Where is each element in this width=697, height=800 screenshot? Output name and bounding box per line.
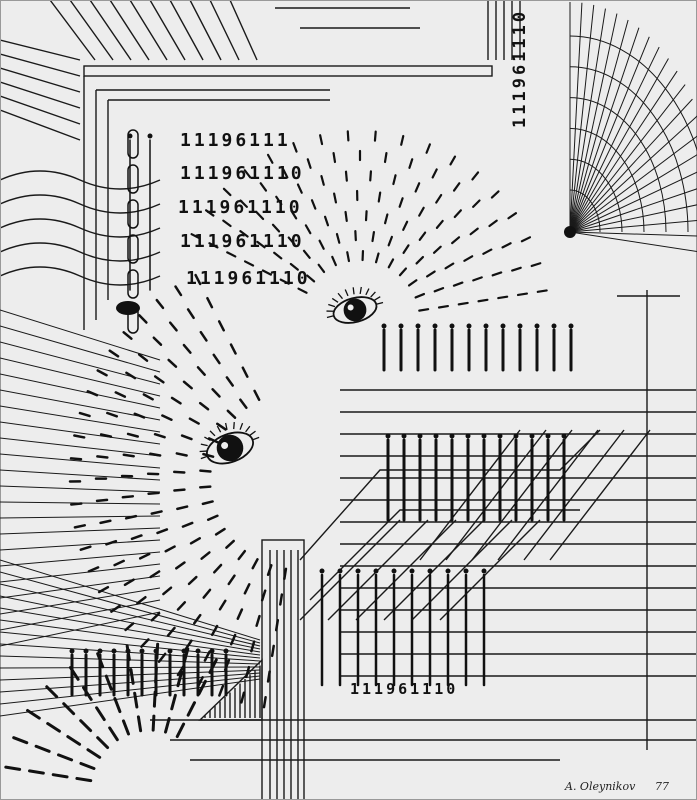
- digit-row-1: 11196111: [180, 130, 291, 151]
- digit-row-5: 111961110: [186, 268, 311, 289]
- artist-signature: A. Oleynikov: [565, 780, 636, 793]
- digit-row-2: 111961110: [180, 163, 305, 184]
- year-mark: 77: [655, 780, 669, 793]
- digit-row-4: 111961110: [180, 231, 305, 252]
- vertical-code-right: 111961110: [510, 8, 530, 128]
- digit-row-3: 111961110: [178, 197, 303, 218]
- bottom-code: 111961110: [350, 680, 459, 698]
